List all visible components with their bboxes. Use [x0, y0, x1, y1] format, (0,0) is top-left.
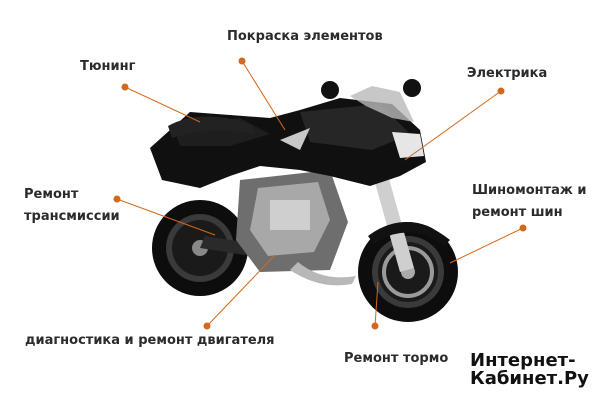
engine-leader: [206, 254, 276, 327]
brakes-dot: [371, 322, 379, 330]
tires-dot: [519, 224, 527, 232]
painting-dot: [238, 57, 246, 65]
electrics-dot: [497, 87, 505, 95]
front-fender: [368, 221, 450, 246]
tires-label: Шиномонтаж и ремонт шин: [472, 180, 587, 224]
electrics-leader: [404, 90, 502, 161]
engine: [236, 170, 356, 286]
transmission-label: Ремонт трансмиссии: [24, 184, 120, 228]
brakes-leader: [374, 281, 379, 327]
right-mirror: [403, 79, 421, 97]
left-mirror: [321, 81, 339, 99]
windscreen: [350, 86, 414, 122]
electrics-label: Электрика: [467, 66, 548, 81]
site-watermark: Интернет- Кабинет.Ру: [470, 352, 589, 388]
brakes-label: Ремонт тормо: [344, 351, 449, 366]
transmission-leader: [116, 198, 216, 236]
transmission-label-line1: Ремонт: [24, 187, 79, 202]
transmission-dot: [113, 195, 121, 203]
engine-dot: [203, 322, 211, 330]
tuning-dot: [121, 83, 129, 91]
tuning-leader: [124, 86, 201, 123]
engine-label: диагностика и ремонт двигателя: [25, 333, 275, 348]
watermark-line1: Интернет-: [470, 350, 576, 371]
transmission-label-line2: трансмиссии: [24, 209, 120, 224]
tires-leader: [449, 227, 524, 264]
seat: [168, 116, 256, 138]
tires-label-line2: ремонт шин: [472, 205, 563, 220]
watermark-line2: Кабинет.Ру: [470, 368, 589, 389]
front-fork: [372, 168, 414, 272]
leader-lines: [116, 60, 524, 327]
tuning-label: Тюнинг: [80, 59, 136, 74]
painting-leader: [241, 60, 286, 131]
painting-label: Покраска элементов: [227, 29, 383, 44]
tires-label-line1: Шиномонтаж и: [472, 183, 587, 198]
leader-dots: [113, 57, 527, 330]
